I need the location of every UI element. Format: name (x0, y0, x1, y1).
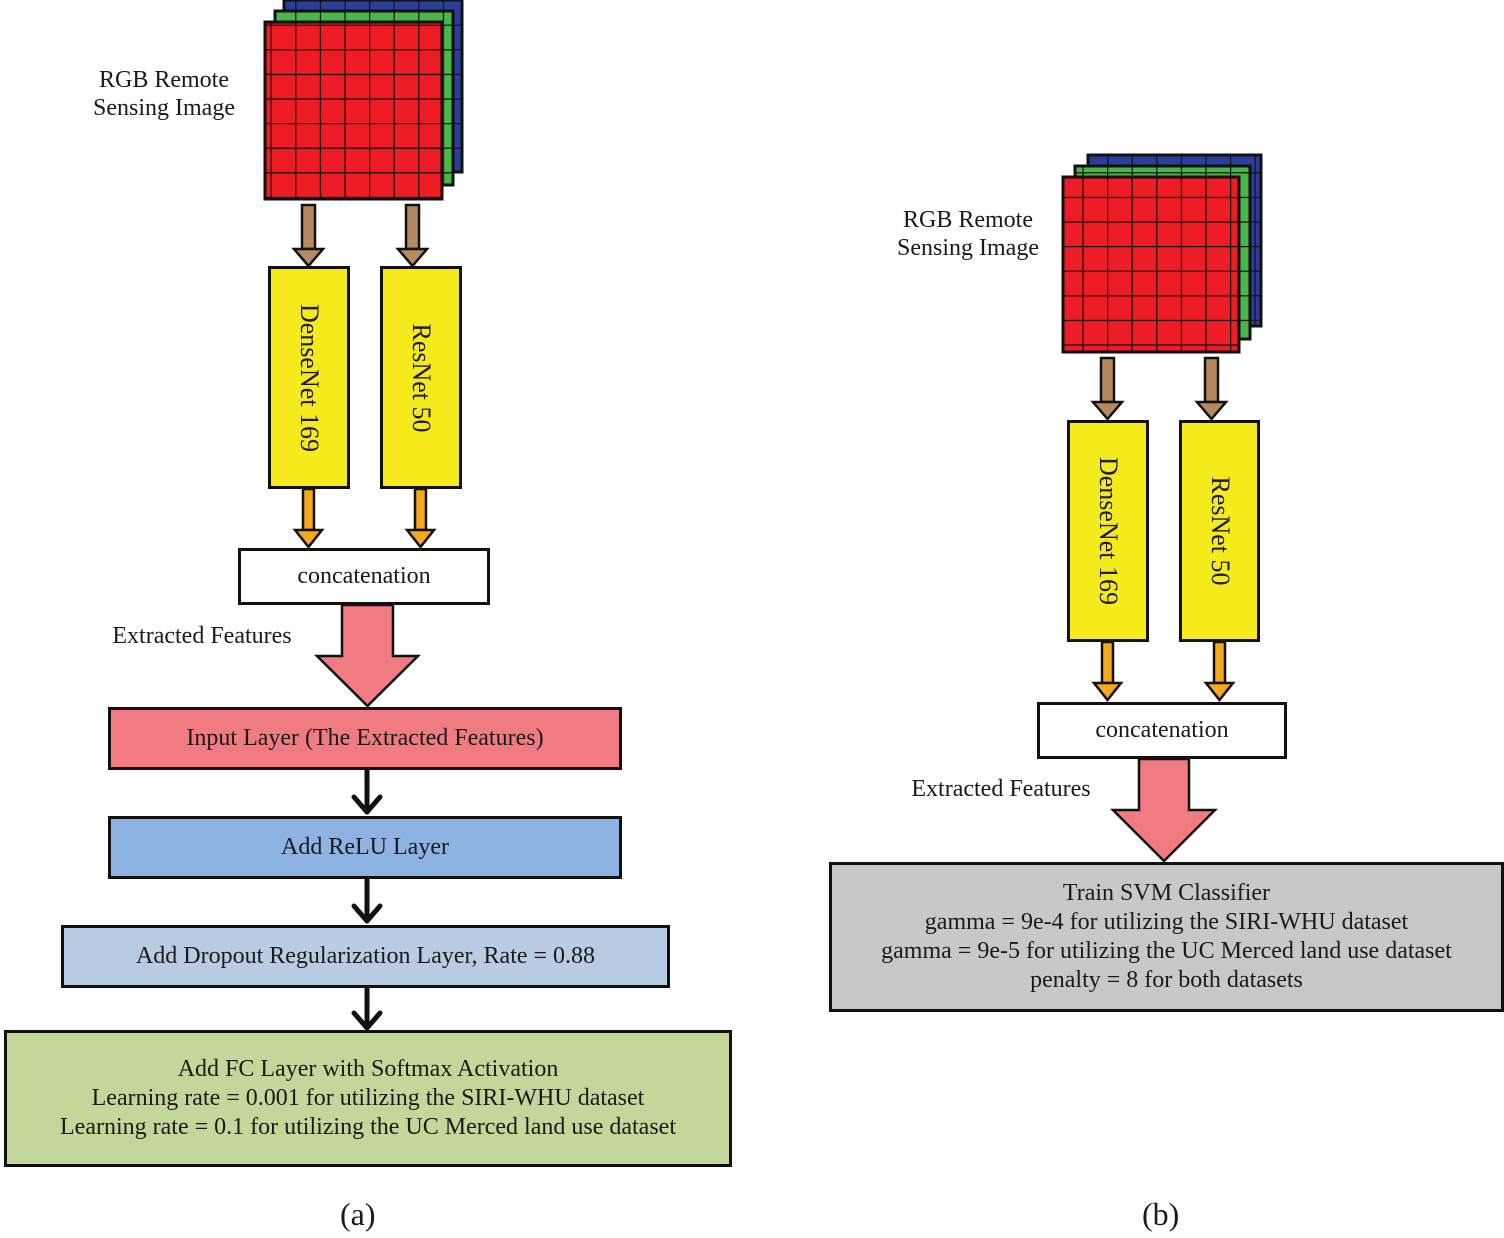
rgb-image-stack-b (1061, 153, 1263, 354)
backbone-arrows-b (1091, 640, 1236, 703)
arrow-to-densenet-a (291, 203, 326, 268)
arrow-to-resnet-b (1194, 356, 1229, 421)
svm-line4: penalty = 8 for both datasets (1030, 967, 1303, 993)
fc-layer-line2: Learning rate = 0.001 for utilizing the … (91, 1085, 645, 1111)
caption-b: (b) (1142, 1196, 1180, 1232)
concatenation-box-a: concatenation (238, 548, 490, 605)
image-label-a: RGB Remote Sensing Image (82, 66, 246, 122)
resnet-label-a: ResNet 50 (407, 322, 436, 433)
image-label-a-line2: Sensing Image (93, 95, 235, 121)
fc-layer-line3: Learning rate = 0.1 for utilizing the UC… (60, 1114, 676, 1140)
rgb-image-stack-a (263, 0, 464, 201)
densenet-label-a: DenseNet 169 (295, 303, 324, 452)
input-arrows-a (291, 203, 430, 268)
arrow-input-to-relu (351, 767, 383, 815)
extracted-features-label-b: Extracted Features (911, 776, 1091, 802)
backbone-arrows-a (292, 487, 437, 550)
red-channel-a (263, 20, 444, 201)
arrow-to-densenet-b (1090, 356, 1125, 421)
arrow-dropout-to-fc (351, 985, 383, 1031)
arrow-resnet-to-concat-b (1203, 640, 1236, 703)
densenet-label-b: DenseNet 169 (1094, 456, 1123, 606)
svm-line3: gamma = 9e-5 for utilizing the UC Merced… (881, 938, 1452, 964)
image-label-b-line2: Sensing Image (897, 235, 1039, 261)
features-arrow-a (313, 603, 422, 708)
features-arrow-b (1109, 757, 1219, 863)
densenet-box-a: DenseNet 169 (268, 266, 350, 489)
flow-arrows-a (351, 767, 383, 1031)
resnet-box-a: ResNet 50 (380, 266, 462, 489)
dropout-layer-box: Add Dropout Regularization Layer, Rate =… (61, 925, 670, 988)
arrow-densenet-to-concat-b (1091, 640, 1124, 703)
fc-layer-line1: Add FC Layer with Softmax Activation (177, 1056, 559, 1082)
svm-line1: Train SVM Classifier (1062, 880, 1271, 906)
resnet-label-b: ResNet 50 (1205, 476, 1235, 586)
resnet-box-b: ResNet 50 (1179, 420, 1260, 642)
svm-classifier-box: Train SVM Classifier gamma = 9e-4 for ut… (829, 862, 1504, 1012)
image-label-b-line1: RGB Remote (903, 207, 1033, 233)
fc-layer-box: Add FC Layer with Softmax Activation Lea… (4, 1030, 732, 1167)
extracted-features-label-a: Extracted Features (112, 623, 292, 649)
arrow-to-resnet-a (395, 203, 430, 268)
arrow-densenet-to-concat-a (292, 487, 325, 550)
relu-layer-box: Add ReLU Layer (108, 816, 622, 879)
arrow-resnet-to-concat-a (404, 487, 437, 550)
red-channel-b (1061, 175, 1241, 354)
input-arrows-b (1090, 356, 1229, 421)
concatenation-box-b: concatenation (1037, 702, 1287, 759)
arrow-relu-to-dropout (351, 876, 383, 924)
densenet-box-b: DenseNet 169 (1067, 420, 1149, 642)
caption-a: (a) (340, 1196, 376, 1232)
svm-line2: gamma = 9e-4 for utilizing the SIRI-WHU … (924, 909, 1409, 935)
image-label-b: RGB Remote Sensing Image (885, 206, 1051, 262)
input-layer-box: Input Layer (The Extracted Features) (108, 707, 622, 770)
image-label-a-line1: RGB Remote (99, 67, 229, 93)
